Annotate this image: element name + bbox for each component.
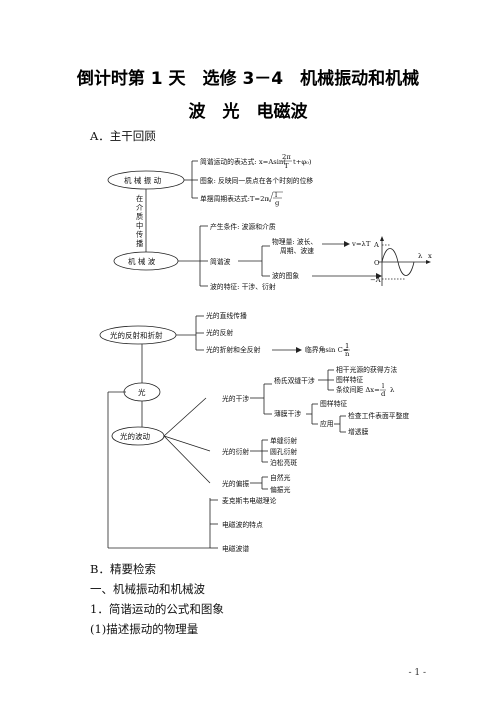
lambda-symbol: λ	[390, 386, 395, 394]
axis-negA: −A	[370, 276, 381, 284]
spread-char-3: 质	[136, 212, 143, 221]
frac-L: l	[382, 382, 384, 390]
v-formula: v=λT	[351, 240, 371, 248]
critical-angle: 临界角sin C=	[305, 345, 349, 354]
frac-d: d	[381, 390, 386, 398]
axis-x: x	[428, 252, 432, 260]
axis-A: A	[373, 241, 379, 249]
node-mech-vibration: 机 械 振 动	[124, 175, 162, 185]
wave-condition: 产生条件: 波源和介质	[210, 222, 276, 231]
single-slit: 单缝衍射	[270, 436, 297, 445]
shm-expression: 简谐运动的表达式: x=Asin(	[200, 157, 286, 166]
em-wave-features: 电磁波的特点	[222, 520, 263, 529]
light-interference: 光的干涉	[222, 394, 249, 403]
application: 应用	[320, 419, 334, 428]
heading-1: 一、机械振动和机械波	[90, 582, 205, 596]
node-light: 光	[138, 387, 146, 397]
document-title-line1: 倒计时第 1 天 选修 3－4 机械振动和机械	[76, 69, 420, 89]
polarized-light: 偏振光	[270, 485, 291, 494]
spread-char-2: 介	[136, 203, 144, 212]
item-1: 1．简谐运动的公式和图象	[90, 602, 224, 616]
flatness-check: 检查工件表面平整度	[348, 411, 409, 420]
pendulum-period: 单摆周期表达式:T=2π	[200, 194, 269, 203]
wave-property: 波的特征: 干涉、衍射	[210, 282, 276, 291]
frac-1: 1	[345, 342, 349, 350]
section-b-heading: B．精要检索	[90, 562, 156, 576]
spread-char-4: 中	[136, 221, 143, 230]
frac-2pi: 2π	[282, 153, 291, 161]
spread-char-6: 播	[136, 239, 143, 248]
coherent-source-method: 相干光源的获得方法	[336, 365, 397, 374]
pattern-feature: 图样特征	[336, 375, 363, 384]
node-mech-wave: 机 械 波	[128, 256, 156, 266]
harmonic-wave: 简谐波	[210, 257, 231, 266]
pattern-feature-2: 图样特征	[320, 399, 347, 408]
section-a-heading: A．主干回顾	[90, 129, 156, 143]
wave-image: 波的图象	[272, 271, 299, 280]
frac-g: g	[275, 199, 280, 207]
node-wave-nature: 光的波动	[120, 431, 150, 441]
spread-char-5: 传	[136, 230, 143, 239]
node-reflect-refract: 光的反射和折射	[110, 330, 163, 340]
frac-l: l	[275, 191, 277, 199]
axis-lambda: λ	[418, 252, 423, 260]
light-polarization: 光的偏振	[222, 479, 249, 488]
em-spectrum: 电磁波谱	[222, 544, 249, 553]
physical-quantity-2: 周期、波速	[280, 246, 314, 255]
thin-film: 薄膜干涉	[274, 409, 301, 418]
refraction-total-reflection: 光的折射和全反射	[206, 345, 261, 354]
shm-graph: 图象: 反映同一质点在各个时刻的位移	[200, 176, 313, 185]
natural-light: 自然光	[270, 473, 291, 482]
circular-hole: 圆孔衍射	[270, 447, 297, 456]
axis-O: O	[374, 259, 380, 267]
light-diffraction: 光的衍射	[222, 447, 249, 456]
shm-expression-tail: t+φ₀)	[293, 158, 312, 166]
frac-n: n	[345, 350, 350, 358]
light-reflection: 光的反射	[206, 328, 233, 337]
page-number: - 1 -	[408, 668, 426, 678]
spread-char-1: 在	[136, 194, 143, 203]
frac-T: T	[284, 162, 289, 170]
maxwell-theory: 麦克斯韦电磁理论	[222, 496, 277, 505]
item-1-1: (1)描述振动的物理量	[90, 622, 199, 636]
poisson-spot: 泊松亮斑	[270, 458, 297, 467]
physical-quantity: 物理量: 波长、	[272, 237, 317, 246]
rectilinear-propagation: 光的直线传播	[206, 311, 247, 320]
antireflection-film: 增透膜	[348, 427, 369, 436]
fringe-spacing: 条纹间距 Δx=	[336, 385, 380, 394]
document-title-line2: 波 光 电磁波	[188, 102, 308, 122]
double-slit: 杨氏双缝干涉	[274, 376, 315, 385]
